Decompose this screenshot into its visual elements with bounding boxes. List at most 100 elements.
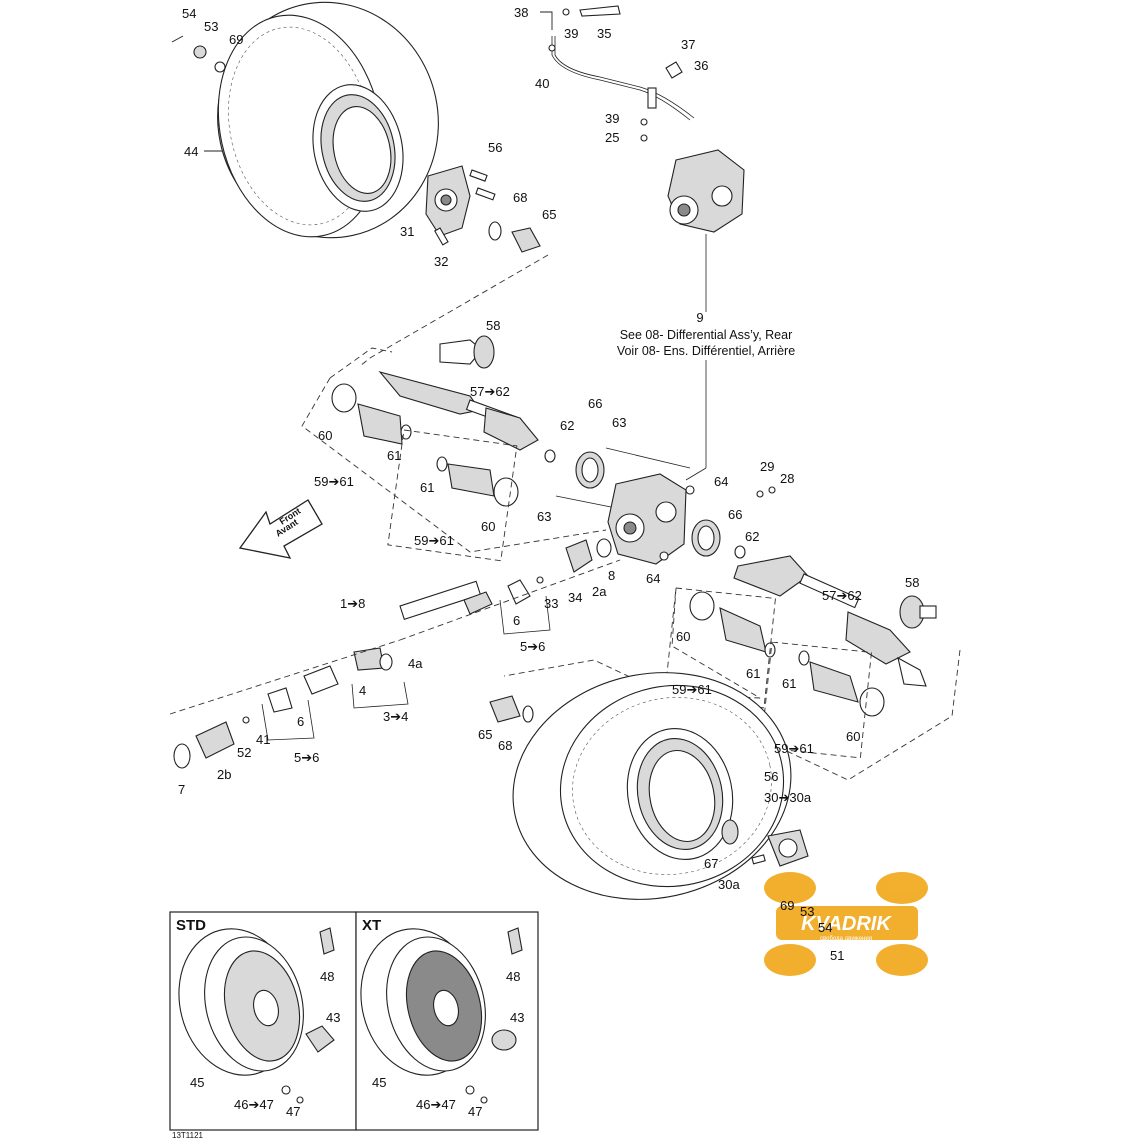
callout: 5➔6 <box>520 639 545 654</box>
front-direction-arrow: Front Avant <box>238 499 323 559</box>
callout: 38 <box>514 5 528 20</box>
callout: 25 <box>605 130 619 145</box>
bearing-parts-bottom <box>489 695 809 867</box>
callout: 48 <box>506 969 520 984</box>
callout: 6 <box>297 714 304 729</box>
callout: 59➔61 <box>314 474 354 489</box>
rear-differential-top <box>667 149 745 312</box>
callout: 59➔61 <box>414 533 454 548</box>
driveshaft-right <box>689 545 937 717</box>
callout: 32 <box>434 254 448 269</box>
callout: 46➔47 <box>234 1097 274 1112</box>
ref-line-en: See 08- Differential Ass’y, Rear <box>620 328 793 342</box>
callout: 64 <box>646 571 660 586</box>
callout: 61 <box>420 480 434 495</box>
callout: 62 <box>560 418 574 433</box>
callout: 5➔6 <box>294 750 319 765</box>
callout: 29 <box>760 459 774 474</box>
watermark-brand: KVADRIK <box>801 913 892 935</box>
callout: 46➔47 <box>416 1097 456 1112</box>
driveshaft-left <box>331 335 605 507</box>
callout: 52 <box>237 745 251 760</box>
propeller-shaft <box>173 538 612 769</box>
callout: 30a <box>718 877 740 892</box>
callout: 47 <box>468 1104 482 1119</box>
drawing-code: 13T1121 <box>172 1131 204 1140</box>
callout: 39 <box>605 111 619 126</box>
callout: 60 <box>676 629 690 644</box>
callout: 57➔62 <box>822 588 862 603</box>
rear-differential-center <box>555 447 776 565</box>
callout: 43 <box>326 1010 340 1025</box>
callout: 45 <box>190 1075 204 1090</box>
callout: 7 <box>178 782 185 797</box>
rear-wheel-top-left <box>217 1 439 239</box>
std-wheel-box: STD <box>169 911 357 1131</box>
std-title: STD <box>176 917 206 934</box>
callout: 31 <box>400 224 414 239</box>
callout: 51 <box>830 948 844 963</box>
callout: 34 <box>568 590 582 605</box>
callout: 61 <box>746 666 760 681</box>
callout: 68 <box>513 190 527 205</box>
callout: 53 <box>204 19 218 34</box>
callout: 40 <box>535 76 549 91</box>
callout: 60 <box>481 519 495 534</box>
callout: 58 <box>905 575 919 590</box>
knuckle-top <box>425 165 541 253</box>
callout: 60 <box>846 729 860 744</box>
callout: 58 <box>486 318 500 333</box>
watermark-slogan: свобода движения <box>820 936 872 942</box>
callout: 59➔61 <box>774 741 814 756</box>
differential-reference-note: 9 See 08- Differential Ass’y, Rear Voir … <box>617 310 795 481</box>
hub-nut-parts-top <box>171 35 226 73</box>
callout: 48 <box>320 969 334 984</box>
callout: 56 <box>764 769 778 784</box>
callout: 54 <box>818 920 832 935</box>
brake-line <box>540 5 695 142</box>
callout: 63 <box>612 415 626 430</box>
callout: 8 <box>608 568 615 583</box>
callout: 35 <box>597 26 611 41</box>
callout: 53 <box>800 904 814 919</box>
callout: 2a <box>592 584 607 599</box>
callout: 45 <box>372 1075 386 1090</box>
kvadrik-logo-watermark: KVADRIK свобода движения <box>764 872 928 976</box>
callout: 30➔30a <box>764 790 812 805</box>
callout: 36 <box>694 58 708 73</box>
callout: 4a <box>408 656 423 671</box>
callout: 65 <box>478 727 492 742</box>
callout: 4 <box>359 683 366 698</box>
callout: 2b <box>217 767 231 782</box>
callout: 28 <box>780 471 794 486</box>
callout: 66 <box>588 396 602 411</box>
callout: 33 <box>544 596 558 611</box>
callout: 66 <box>728 507 742 522</box>
callout: 61 <box>387 448 401 463</box>
callout: 59➔61 <box>672 682 712 697</box>
callout-labels: 54 53 69 44 56 31 32 68 65 38 39 35 40 3… <box>178 5 919 1119</box>
callout: 44 <box>184 144 198 159</box>
callout: 43 <box>510 1010 524 1025</box>
callout: 57➔62 <box>470 384 510 399</box>
callout: 47 <box>286 1104 300 1119</box>
callout: 69 <box>780 898 794 913</box>
callout: 1➔8 <box>340 596 365 611</box>
callout: 54 <box>182 6 196 21</box>
callout: 61 <box>782 676 796 691</box>
callout: 65 <box>542 207 556 222</box>
callout: 60 <box>318 428 332 443</box>
ref-line-fr: Voir 08- Ens. Différentiel, Arrière <box>617 344 795 358</box>
xt-title: XT <box>362 917 381 934</box>
xt-wheel-box: XT <box>355 911 539 1131</box>
callout: 69 <box>229 32 243 47</box>
callout: 64 <box>714 474 728 489</box>
callout: 68 <box>498 738 512 753</box>
callout: 41 <box>256 732 270 747</box>
ref-callout: 9 <box>696 310 703 325</box>
callout: 67 <box>704 856 718 871</box>
callout: 3➔4 <box>383 709 408 724</box>
callout: 63 <box>537 509 551 524</box>
callout: 6 <box>513 613 520 628</box>
